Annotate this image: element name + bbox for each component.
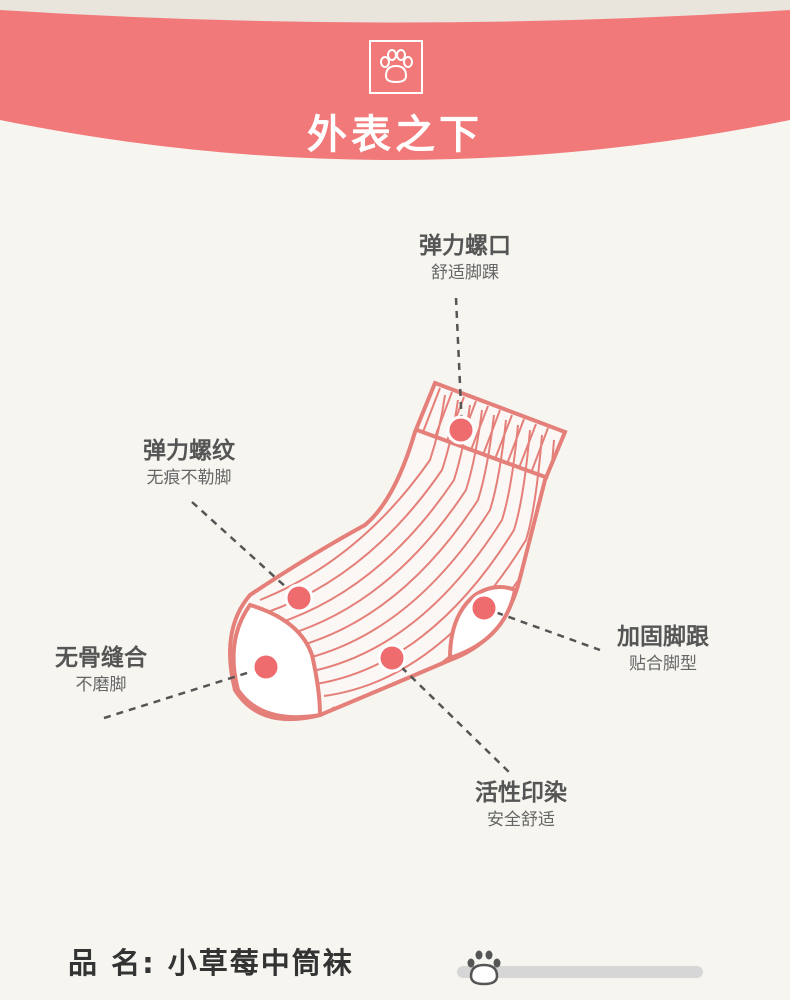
feature-dots (251, 415, 499, 682)
page-title: 外表之下 (307, 112, 483, 158)
feature-title: 弹力螺纹 (143, 438, 235, 464)
feature-subtitle: 贴合脚型 (629, 654, 697, 674)
heel-patch (447, 584, 518, 661)
feature-elastic-cuff: 弹力螺口 舒适脚踝 (400, 231, 530, 285)
feature-elastic-rib: 弹力螺纹 无痕不勒脚 (124, 436, 254, 490)
feature-title: 加固脚跟 (617, 624, 709, 650)
feature-title: 无骨缝合 (55, 645, 147, 671)
paw-icon (369, 40, 423, 94)
sock-stripes (259, 394, 565, 720)
feature-subtitle: 安全舒适 (487, 810, 555, 830)
feature-subtitle: 舒适脚踝 (431, 263, 499, 283)
header-banner (0, 0, 790, 160)
feature-subtitle: 无痕不勒脚 (146, 468, 232, 488)
feature-seamless-toe: 无骨缝合 不磨脚 (36, 643, 166, 697)
feature-reactive-dye: 活性印染 安全舒适 (456, 778, 586, 832)
paw-icon[interactable] (464, 946, 508, 986)
feature-title: 弹力螺口 (419, 233, 511, 259)
feature-subtitle: 不磨脚 (75, 675, 127, 695)
feature-title: 活性印染 (475, 780, 567, 806)
slider-track[interactable] (457, 966, 703, 978)
callout-lines (103, 297, 601, 776)
product-name: 品 名: 小草莓中筒袜 (68, 946, 354, 980)
feature-reinforced-heel: 加固脚跟 贴合脚型 (598, 622, 728, 676)
